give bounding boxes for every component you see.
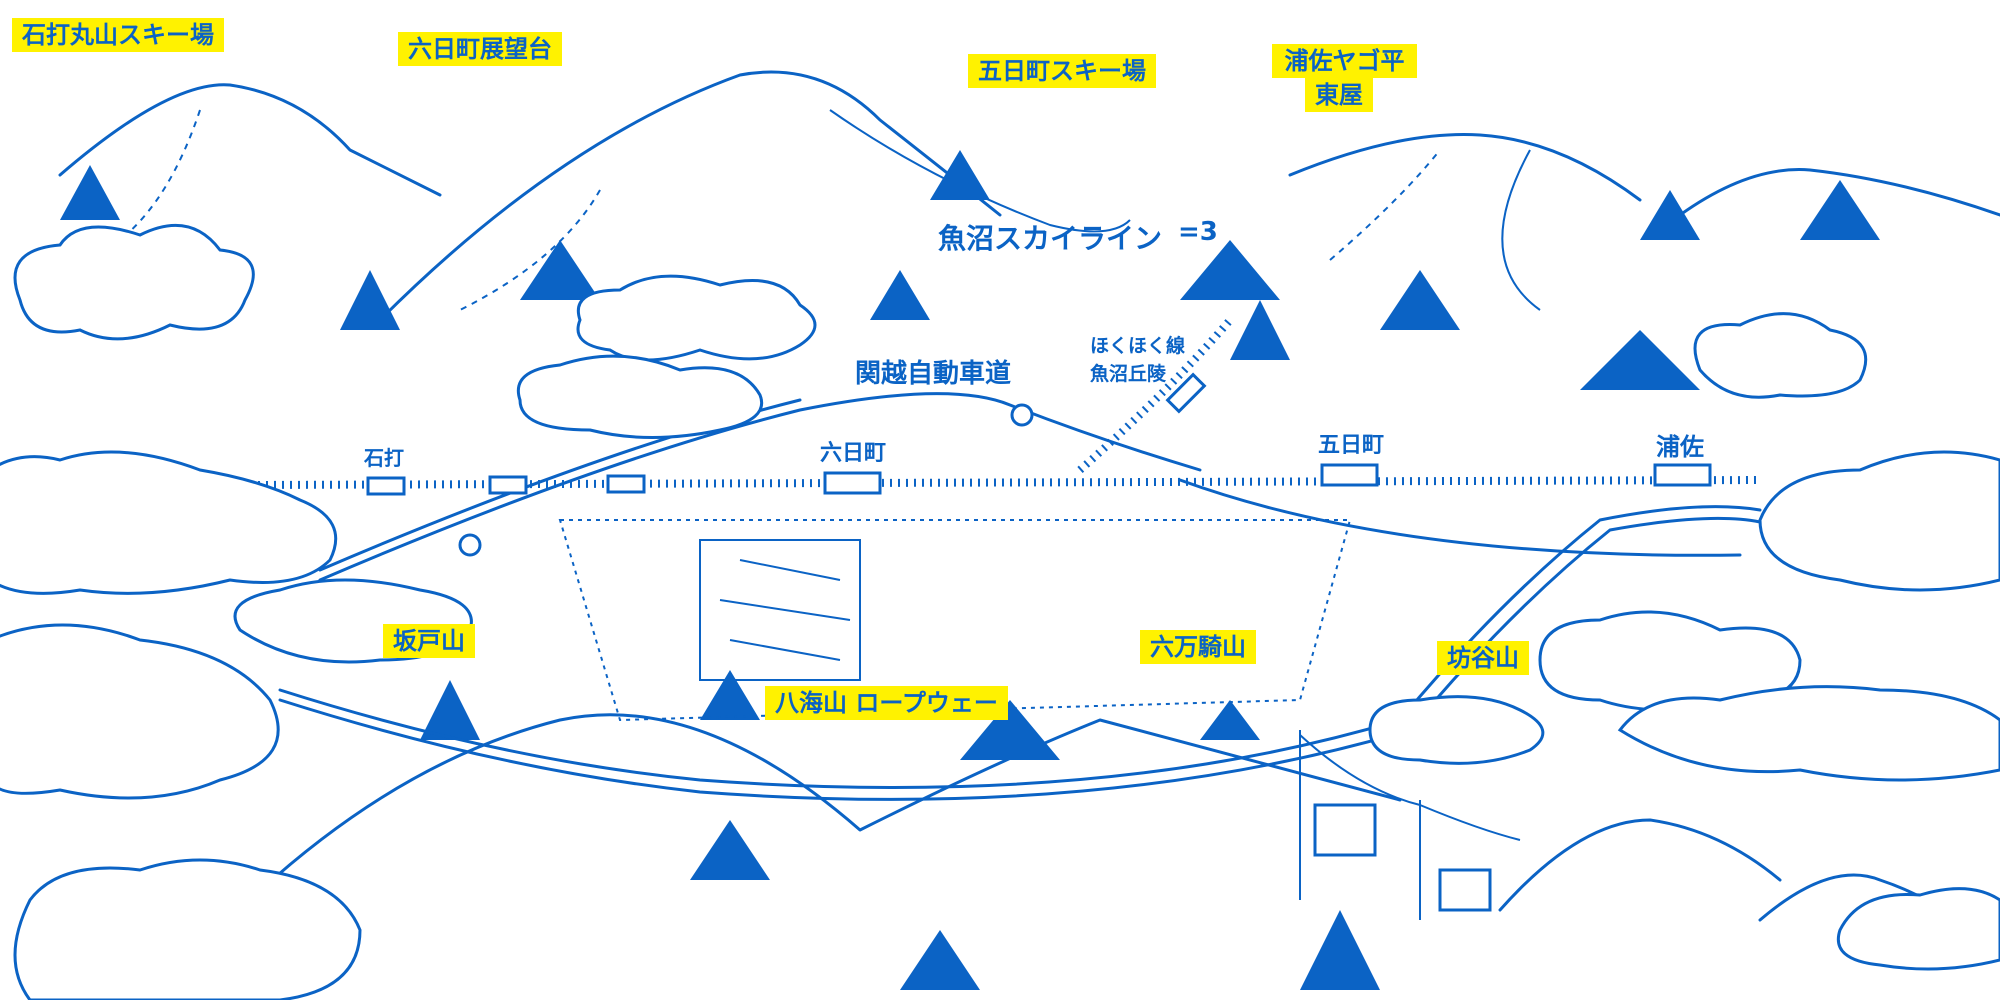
label-hakkaisan-ropeway: 八海山 ロープウェー	[765, 686, 1008, 720]
station-ishiuchi-box	[366, 476, 406, 496]
expressway-label: 関越自動車道	[855, 358, 1011, 389]
label-boyasan: 坊谷山	[1437, 641, 1529, 675]
ropeway-gondola-2	[1438, 868, 1492, 912]
label-urasa-yagodaira: 浦佐ヤゴ平	[1272, 44, 1417, 78]
joetsu-line	[249, 476, 1761, 489]
label-muikamachi-observatory: 六日町展望台	[398, 32, 562, 66]
station-muikamachi: 六日町	[820, 441, 886, 466]
ishiuchi-mountain	[58, 83, 442, 197]
station-urasa: 浦佐	[1656, 433, 1704, 461]
urasa-mountain	[1678, 168, 2000, 217]
station-itsukamachi-box	[1320, 463, 1379, 487]
clouds	[0, 223, 2000, 1000]
label-ishiuchi-ski: 石打丸山スキー場	[12, 18, 224, 52]
route-road	[278, 505, 1762, 789]
forest	[60, 150, 1880, 990]
station-muikamachi-box	[823, 471, 882, 495]
honk-text: =3	[1178, 217, 1218, 247]
sakado-hakkai-ridge	[248, 713, 1402, 902]
label-sakadoyama: 坂戸山	[383, 624, 475, 658]
station-urasa-box	[1653, 463, 1712, 487]
itsukamachi-mountain	[1288, 133, 1642, 202]
mountains	[58, 70, 2000, 942]
uonuma-hills-label: 魚沼丘陵	[1090, 362, 1167, 385]
muikamachi-mountain	[378, 70, 1002, 322]
roads	[278, 392, 1762, 801]
ropeway-gondola-1	[1313, 803, 1377, 857]
station-itsukamachi: 五日町	[1318, 433, 1384, 458]
hokuhoku-line-label: ほくほく線	[1090, 334, 1185, 357]
expressway-road	[318, 392, 1202, 582]
hokuhoku-line	[1077, 317, 1234, 473]
ropeway	[1299, 730, 1521, 920]
station-ishiuchi: 石打	[363, 446, 404, 470]
stations	[366, 372, 1712, 496]
rokumangi-hill	[1498, 818, 1782, 912]
label-azumaya: 東屋	[1305, 78, 1373, 112]
skyline-label: 魚沼スカイライン	[938, 222, 1162, 255]
label-rokumangiyama: 六万騎山	[1140, 630, 1256, 664]
town	[558, 519, 1352, 722]
label-itsukamachi-ski: 五日町スキー場	[968, 54, 1156, 88]
